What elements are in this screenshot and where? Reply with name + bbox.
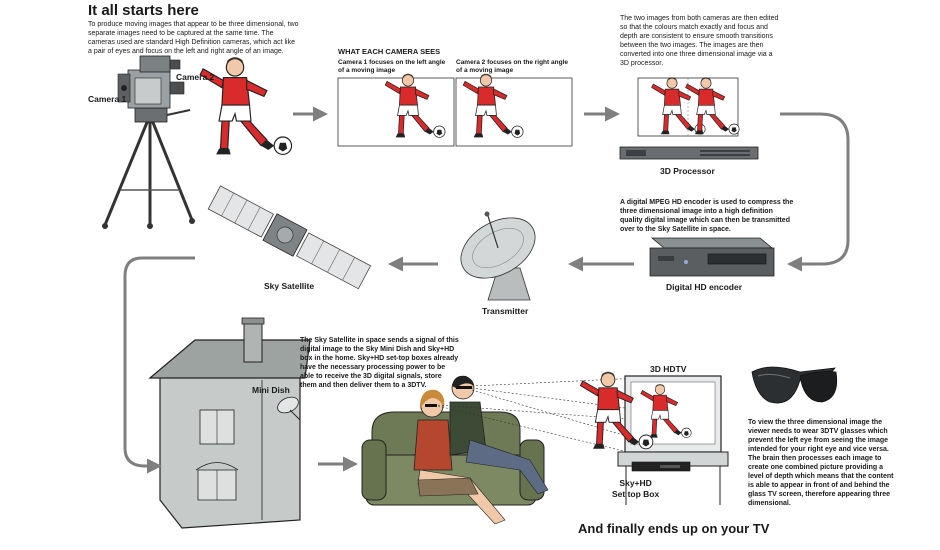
mini-dish-icon [277, 396, 301, 421]
camera-rig-icon [102, 55, 195, 229]
settop-label-line1: Sky+HD [619, 478, 652, 488]
settop-label-line2: Set top Box [612, 489, 660, 499]
transmitter-label: Transmitter [482, 306, 529, 316]
tv-label: 3D HDTV [650, 364, 687, 374]
glasses-description: To view the three dimensional image the … [748, 419, 894, 507]
camera-view-heading: WHAT EACH CAMERA SEES [338, 47, 441, 56]
camera2-caption: Camera 2 focuses on the right angle of a… [456, 59, 568, 74]
3d-glasses-icon [751, 366, 838, 404]
intro-text: To produce moving images that appear to … [88, 21, 299, 55]
house-icon [148, 317, 311, 529]
camera2-label: Camera 2 [176, 72, 215, 82]
settop-label: Sky+HD Set top Box [612, 478, 659, 500]
settop-box-icon [631, 461, 691, 472]
flow-arrows [123, 106, 850, 474]
camera1-caption: Camera 1 focuses on the left angle of a … [338, 59, 446, 74]
mini-dish-label: Mini Dish [252, 385, 290, 395]
camera1-label: Camera 1 [88, 94, 127, 104]
processor-description: The two images from both cameras are the… [620, 15, 779, 67]
final-caption: And finally ends up on your TV [578, 521, 770, 536]
encoder-label: Digital HD encoder [666, 282, 743, 292]
home-description: The Sky Satellite in space sends a signa… [300, 337, 459, 389]
transmitter-dish-icon [460, 211, 536, 301]
processor-device-icon [619, 146, 759, 160]
encoder-device-icon [649, 237, 775, 277]
encoder-description: A digital MPEG HD encoder is used to com… [620, 199, 794, 233]
satellite-label: Sky Satellite [264, 281, 315, 291]
processor-label: 3D Processor [660, 166, 715, 176]
page-title: It all starts here [88, 2, 199, 19]
woman-viewer-icon [413, 389, 506, 525]
satellite-icon [207, 185, 372, 290]
